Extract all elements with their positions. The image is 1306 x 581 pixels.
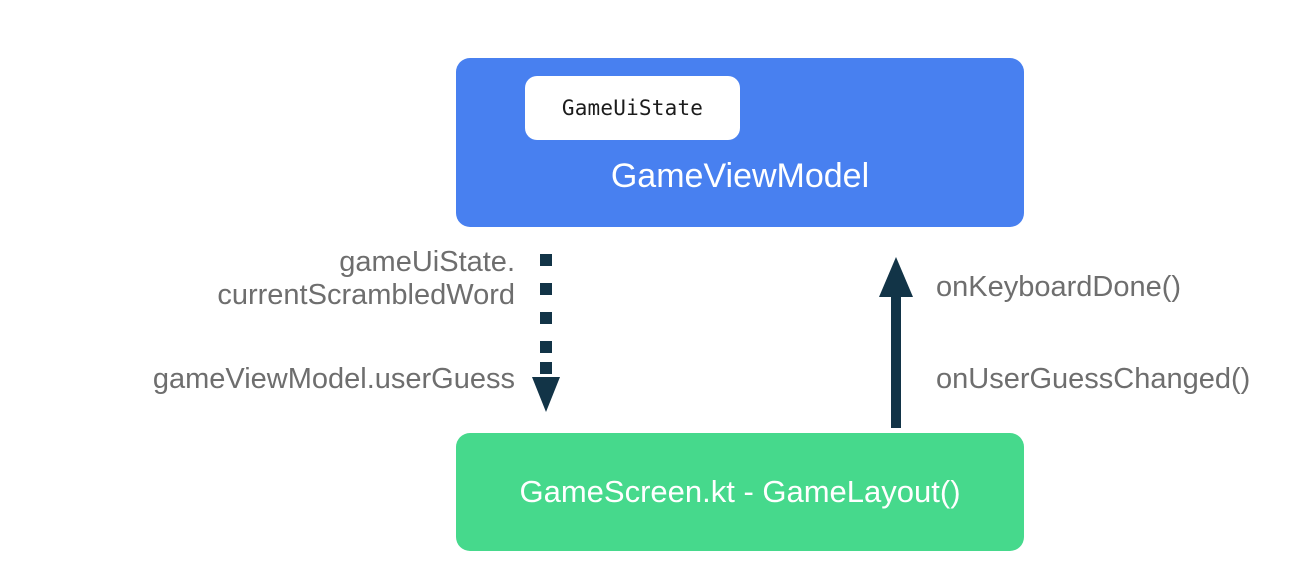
edge-label-current-scrambled-word: gameUiState. currentScrambledWord xyxy=(217,246,515,312)
game-screen-title: GameScreen.kt - GameLayout() xyxy=(519,474,961,510)
game-view-model-title: GameViewModel xyxy=(610,157,870,195)
edge-label-user-guess: gameViewModel.userGuess xyxy=(152,363,515,395)
node-game-screen[interactable]: GameScreen.kt - GameLayout() xyxy=(456,433,1024,551)
state-down-arrow xyxy=(532,254,560,412)
node-game-view-model[interactable]: GameUiState GameViewModel xyxy=(456,58,1024,227)
edge-label-on-user-guess-changed: onUserGuessChanged() xyxy=(936,363,1251,395)
edge-label-on-keyboard-done: onKeyboardDone() xyxy=(936,271,1182,303)
events-up-arrow xyxy=(879,257,913,428)
game-ui-state-chip[interactable]: GameUiState xyxy=(525,76,740,140)
